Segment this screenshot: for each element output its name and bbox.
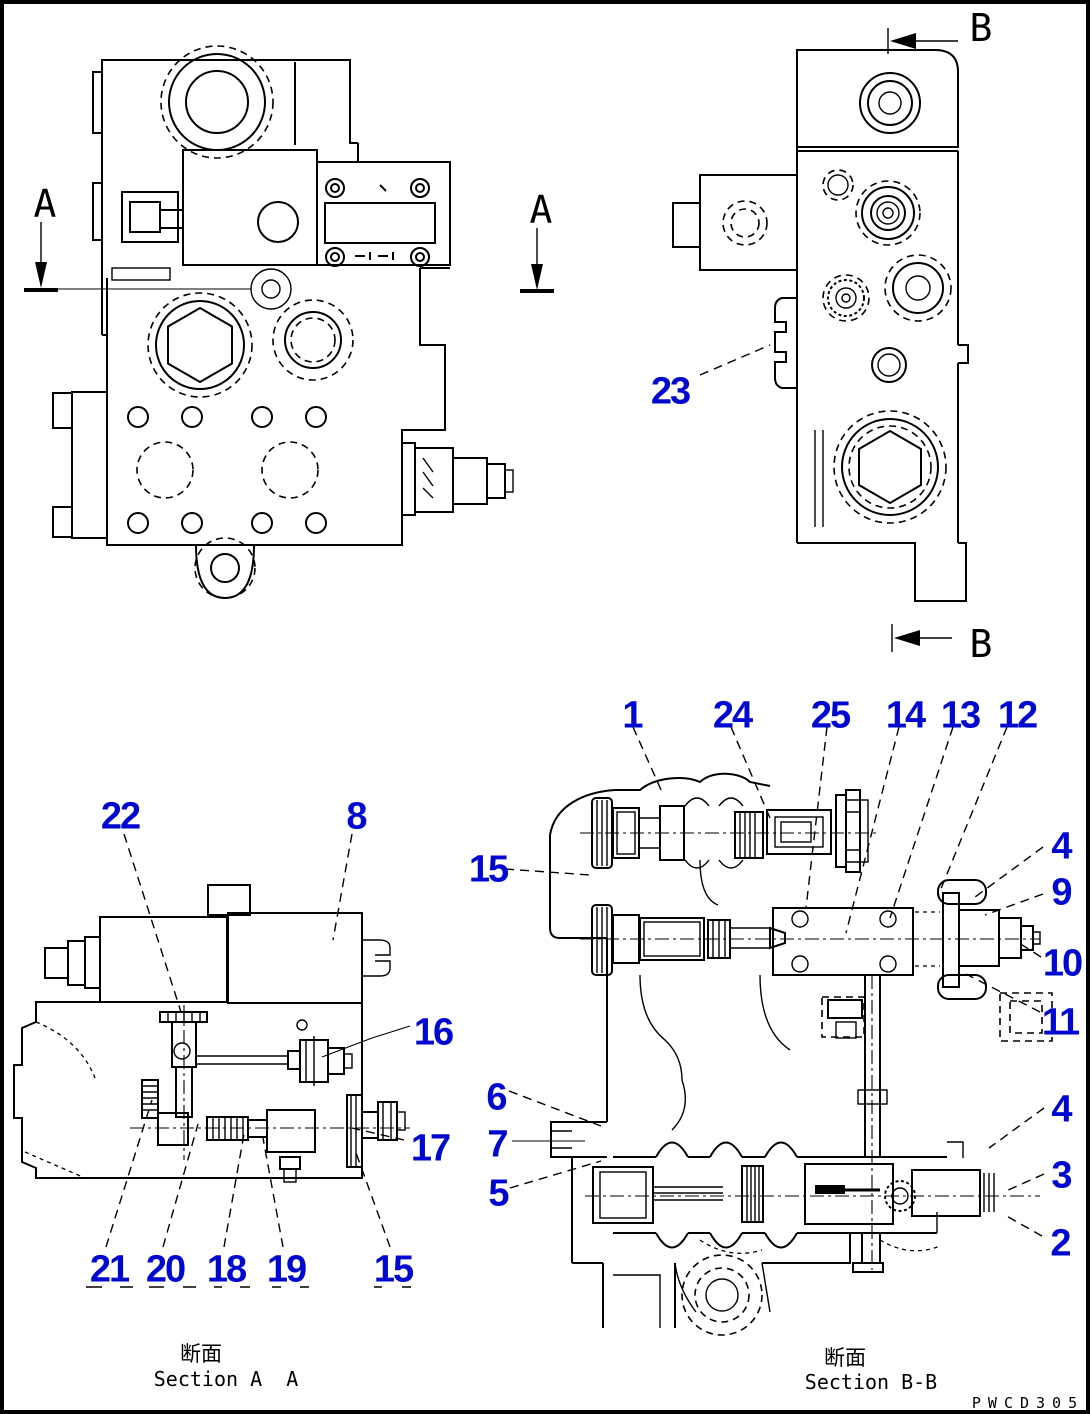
callout-14: 14 [885, 694, 926, 737]
section-bb-view [549, 772, 1053, 1336]
callout-2: 2 [1050, 1222, 1071, 1265]
callout-10: 10 [1042, 942, 1083, 985]
callout-1: 1 [622, 694, 643, 737]
callout-6: 6 [486, 1076, 507, 1119]
callout-9: 9 [1051, 871, 1072, 914]
callout-21: 21 [89, 1248, 130, 1291]
callout-22: 22 [100, 795, 141, 838]
callout-4: 4 [1051, 1088, 1072, 1131]
side-view [672, 49, 969, 602]
front-view [52, 45, 514, 600]
callout-15: 15 [373, 1248, 414, 1291]
caption-aa-en: Section A A [153, 1367, 299, 1391]
callout-12: 12 [997, 694, 1038, 737]
callout-4: 4 [1051, 825, 1072, 868]
callout-7: 7 [487, 1123, 508, 1166]
caption-aa-jp: 断面 [180, 1342, 222, 1366]
section-arrows [24, 28, 958, 652]
callout-16: 16 [413, 1011, 454, 1054]
section-aa-view [13, 884, 411, 1288]
caption-bb-en: Section B-B [804, 1370, 938, 1394]
section-letter-B: B [969, 6, 993, 50]
callout-8: 8 [346, 795, 367, 838]
leader-lines [105, 344, 1045, 1248]
callout-19: 19 [266, 1248, 307, 1291]
callout-25: 25 [810, 694, 851, 737]
caption-bb-jp: 断面 [824, 1346, 866, 1370]
callout-11: 11 [1041, 1001, 1080, 1044]
callout-13: 13 [940, 694, 981, 737]
section-letter-A: A [529, 188, 553, 232]
callout-24: 24 [712, 694, 753, 737]
callout-17: 17 [410, 1127, 451, 1170]
part-code: PWCD305 [971, 1394, 1085, 1412]
callout-5: 5 [488, 1172, 509, 1215]
callout-15: 15 [468, 848, 509, 891]
callout-20: 20 [145, 1248, 186, 1291]
section-letter-B: B [969, 622, 993, 666]
section-letter-A: A [33, 182, 57, 226]
callout-18: 18 [206, 1248, 247, 1291]
callout-23: 23 [650, 370, 691, 413]
callout-3: 3 [1051, 1154, 1072, 1197]
